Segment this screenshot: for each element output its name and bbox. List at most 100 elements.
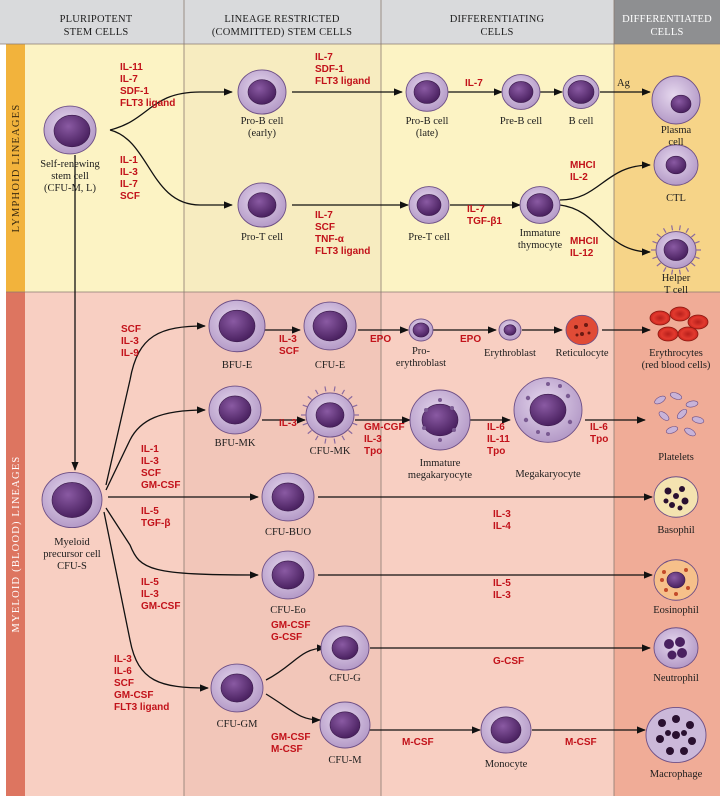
proery-cell [408, 318, 434, 342]
header-differentiated-1: DIFFERENTIATED [622, 14, 712, 25]
factor-m1-1: M-CSF [402, 737, 434, 748]
side-label-myeloid: MYELOID (BLOOD) LINEAGES [11, 456, 22, 633]
label-plasma-2: cell [668, 137, 683, 148]
factor-toGM-3: SCF [114, 678, 134, 689]
immthy-cell [519, 186, 561, 224]
label-stem-1: Self-renewing [40, 159, 100, 170]
plasma-cell [651, 75, 701, 125]
side-label-lymphoid: LYMPHOID LINEAGES [11, 104, 22, 233]
label-myeloid-2: precursor cell [43, 549, 101, 560]
header-committed-1: LINEAGE RESTRICTED [224, 14, 340, 25]
factor-proT-2: SCF [315, 222, 335, 233]
factor-stem-to-B-4: FLT3 ligand [120, 98, 175, 109]
label-bfue: BFU-E [222, 360, 252, 371]
factor-toBUO-2: TGF-β [141, 518, 170, 529]
label-erythroblast: Erythroblast [484, 348, 536, 359]
factor-ctl-1: MHCI [570, 160, 596, 171]
factor-stem-to-T-1: IL-1 [120, 155, 138, 166]
factor-m2-1: M-CSF [565, 737, 597, 748]
factor-proT-4: FLT3 ligand [315, 246, 370, 257]
prob-late-cell [405, 72, 449, 112]
label-myeloid-3: CFU-S [57, 561, 87, 572]
label-platelets: Platelets [658, 452, 694, 463]
platelets-cell [654, 392, 705, 437]
factor-proT-1: IL-7 [315, 210, 333, 221]
factor-preT-1: IL-7 [467, 204, 485, 215]
factor-toBFUE-2: IL-3 [121, 336, 139, 347]
factor-bfue-1: IL-3 [279, 334, 297, 345]
bfumk-cell [208, 385, 262, 435]
label-immthy-2: thymocyte [518, 240, 563, 251]
arrow-thy-to-helper [559, 204, 651, 256]
factor-toEo-2: IL-3 [141, 589, 159, 600]
header-committed-2: (COMMITTED) STEM CELLS [212, 27, 352, 38]
factor-immmega-3: Tpo [487, 446, 505, 457]
label-proery-2: erythroblast [396, 358, 446, 369]
factor-earlyB-3: FLT3 ligand [315, 76, 370, 87]
factor-bfue-2: SCF [279, 346, 299, 357]
label-stem-2: stem cell [51, 171, 89, 182]
arrow-gm-to-g [265, 644, 326, 681]
factor-g-1: G-CSF [493, 656, 524, 667]
lineage-arrows [71, 88, 653, 734]
factor-ag-1: Ag [617, 78, 631, 89]
label-cfue: CFU-E [315, 360, 345, 371]
label-cfug: CFU-G [329, 673, 361, 684]
factor-toGM-4: GM-CSF [114, 690, 153, 701]
label-immthy-1: Immature [520, 228, 561, 239]
bfue-cell [208, 299, 266, 353]
factor-cfumk-2: IL-3 [364, 434, 382, 445]
factor-stem-to-B-3: SDF-1 [120, 86, 149, 97]
header-pluripotent-1: PLURIPOTENT [60, 14, 133, 25]
bcell-cell [562, 74, 600, 110]
monocyte-cell [480, 706, 532, 754]
factor-mega-2: Tpo [590, 434, 608, 445]
factor-stem-to-T-4: SCF [120, 191, 140, 202]
label-helper-2: T cell [664, 285, 688, 296]
factor-helper-2: IL-12 [570, 248, 594, 259]
factor-earlyB-1: IL-7 [315, 52, 333, 63]
erythrocytes-cell [649, 306, 709, 342]
arrow-stem-to-prot [109, 129, 233, 209]
factor-eo-2: IL-3 [493, 590, 511, 601]
factor-stem-to-T-2: IL-3 [120, 167, 138, 178]
label-cfugm: CFU-GM [217, 719, 259, 730]
factor-toMK-3: SCF [141, 468, 161, 479]
label-megakaryocyte: Megakaryocyte [515, 469, 581, 480]
label-monocyte: Monocyte [485, 759, 528, 770]
arrow-thy-to-ctl [559, 161, 651, 201]
cfueo-cell [261, 550, 315, 600]
factor-toG-1: GM-CSF [271, 620, 310, 631]
label-prob-early-2: (early) [248, 128, 276, 139]
arrow-my-to-gm [103, 511, 209, 692]
label-pret: Pre-T cell [408, 232, 450, 243]
header-differentiating-2: CELLS [480, 27, 513, 38]
label-preb: Pre-B cell [500, 116, 542, 127]
helper-cell [651, 225, 701, 275]
preb-cell [501, 74, 541, 110]
label-reticulocyte: Reticulocyte [555, 348, 608, 359]
arrow-gm-to-m [265, 693, 321, 724]
label-cfueo: CFU-Eo [270, 605, 306, 616]
factor-immmega-1: IL-6 [487, 422, 505, 433]
macrophage-cell [645, 706, 707, 764]
label-immmega-1: Immature [420, 458, 461, 469]
arrow-my-to-bfumk [105, 406, 206, 491]
eosinophil-cell [653, 559, 699, 601]
column-headers: PLURIPOTENT STEM CELLS LINEAGE RESTRICTE… [60, 14, 712, 38]
factor-toG-2: G-CSF [271, 632, 302, 643]
factor-toMK-1: IL-1 [141, 444, 159, 455]
cfum-cell [319, 701, 371, 749]
label-erythrocytes-1: Erythrocytes [649, 348, 703, 359]
factor-stem-to-B-2: IL-7 [120, 74, 138, 85]
factor-lateB-1: IL-7 [465, 78, 483, 89]
label-proery-1: Pro- [412, 346, 431, 357]
header-differentiating-1: DIFFERENTIATING [450, 14, 545, 25]
cfug-cell [320, 625, 370, 671]
factor-ctl-2: IL-2 [570, 172, 588, 183]
label-bcell: B cell [569, 116, 594, 127]
cfue-cell [303, 301, 357, 351]
